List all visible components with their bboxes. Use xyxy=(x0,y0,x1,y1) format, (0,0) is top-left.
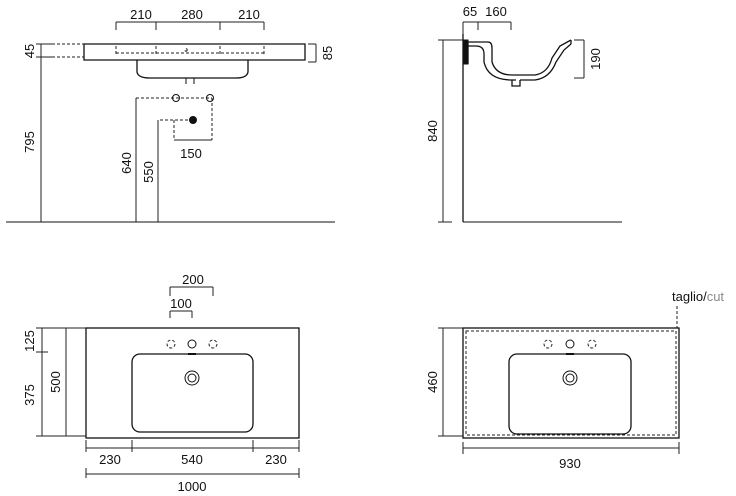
side-view: 65 160 190 840 xyxy=(425,4,622,223)
plan-dim-230-right: 230 xyxy=(265,452,287,467)
plan-bowl-outline xyxy=(131,353,254,433)
cut-label-cut: cut xyxy=(707,289,725,304)
front-dim-85-group: 85 xyxy=(308,43,335,63)
side-dim-65: 65 xyxy=(463,4,477,19)
svg-text:taglio/cut: taglio/cut xyxy=(672,289,724,304)
cut-label: taglio/cut xyxy=(672,289,724,328)
front-dim-550: 550 xyxy=(141,161,156,183)
plan-view: 200 100 125 375 xyxy=(22,272,300,494)
cut-top-outline xyxy=(462,327,680,439)
plan-dim-500: 500 xyxy=(48,371,63,393)
drain-pipe-icon xyxy=(189,116,197,124)
front-drain-detail: 150 640 550 xyxy=(119,94,214,222)
side-dim-160: 160 xyxy=(485,4,507,19)
plan-dim-200: 200 xyxy=(182,272,204,287)
plan-drain-icon xyxy=(184,370,200,386)
cut-drain-icon xyxy=(562,370,578,386)
front-dim-85: 85 xyxy=(320,46,335,60)
front-view: 210 280 210 85 xyxy=(6,7,335,223)
cut-tap-holes xyxy=(543,339,597,355)
cut-dim-930: 930 xyxy=(559,456,581,471)
plan-tap-holes xyxy=(166,339,218,355)
cut-view: taglio/cut 460 930 xyxy=(425,289,724,471)
front-dim-795: 795 xyxy=(22,131,37,153)
front-dim-280: 280 xyxy=(181,7,203,22)
side-dim-190: 190 xyxy=(588,48,603,70)
plan-dim-540: 540 xyxy=(181,452,203,467)
front-dim-45: 45 xyxy=(22,44,37,58)
front-dim-210-left: 210 xyxy=(130,7,152,22)
plan-top-dimensions: 200 100 xyxy=(169,272,214,318)
side-dim-190-group: 190 xyxy=(574,39,603,79)
plan-bottom-dimensions: 230 540 230 1000 xyxy=(85,440,300,494)
front-dim-150: 150 xyxy=(180,146,202,161)
plan-dim-100: 100 xyxy=(170,296,192,311)
plan-dim-375: 375 xyxy=(22,384,37,406)
cut-label-taglio: taglio xyxy=(672,289,703,304)
plan-left-dimensions: 125 375 500 xyxy=(22,327,86,437)
front-left-dimensions: 45 795 xyxy=(22,43,52,222)
cut-bowl-outline xyxy=(508,353,632,435)
plan-top-outline xyxy=(85,327,300,439)
plan-dim-1000: 1000 xyxy=(178,479,207,494)
cut-left-dimension: 460 xyxy=(425,327,463,437)
cut-label-slash: / xyxy=(703,289,707,304)
front-dim-210-right: 210 xyxy=(238,7,260,22)
side-top-dimensions: 65 160 xyxy=(462,4,512,34)
front-top-dimension-chain: 210 280 210 xyxy=(115,7,265,30)
cut-dim-460: 460 xyxy=(425,371,440,393)
front-dim-640: 640 xyxy=(119,152,134,174)
front-basin-outline xyxy=(52,43,306,84)
side-dim-840: 840 xyxy=(425,120,440,142)
cut-bottom-dimension: 930 xyxy=(462,442,680,471)
side-dim-840-group: 840 xyxy=(425,39,463,223)
side-basin-section xyxy=(462,39,572,87)
plan-dim-230-left: 230 xyxy=(99,452,121,467)
plan-dim-125: 125 xyxy=(22,330,37,352)
